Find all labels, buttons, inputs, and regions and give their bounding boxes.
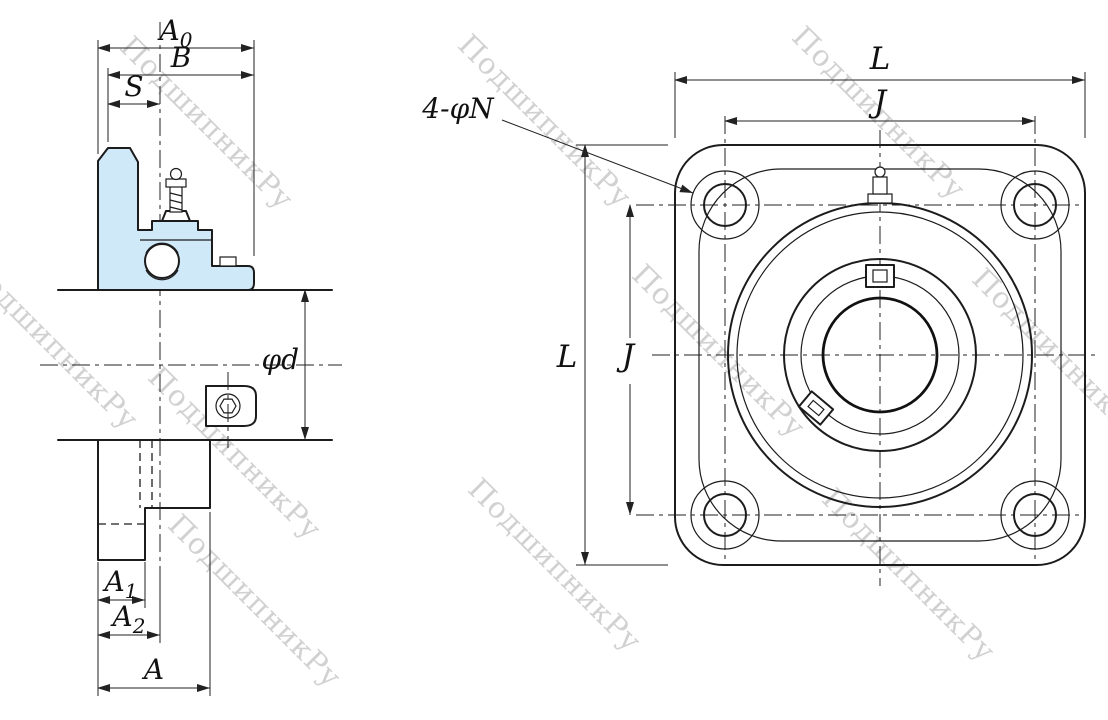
dimension-lines-left (97, 44, 309, 692)
dim-label-phi-d: φd (261, 343, 299, 376)
dim-label-a1: A1 (102, 565, 138, 603)
dim-label-holes: 4-φN (421, 92, 495, 125)
bearing-ball (144, 243, 180, 279)
right-view-front: L J L J 4-φN (421, 41, 1100, 586)
bearing-ball-and-races (140, 239, 212, 281)
bearing-circles (727, 202, 1033, 508)
grease-fitting-icon (161, 167, 191, 222)
set-screw-diagonal (797, 390, 835, 426)
dim-label-l-side: L (556, 339, 578, 375)
bolt-hole (690, 170, 760, 240)
bolt-hole (1000, 170, 1070, 240)
dimension-lines-right (501, 76, 1085, 565)
grease-fitting-icon (867, 166, 893, 204)
dim-label-j-side: J (616, 338, 636, 374)
watermark-text: ПодшипникРу (114, 29, 301, 216)
set-screw-top (865, 264, 895, 288)
set-screw-hex-socket (205, 372, 257, 448)
hidden-lines (98, 440, 153, 525)
dim-label-a0: A0 (157, 14, 193, 52)
watermark-text: ПодшипникРу (162, 507, 349, 694)
collar-setscrew-nub (219, 256, 237, 267)
dim-label-a2: A2 (110, 600, 146, 638)
extension-lines-right (576, 72, 1086, 566)
left-view-side-section: A0 B S φd A1 A2 A (40, 14, 342, 696)
housing-section (97, 147, 255, 291)
flange-outer-square (674, 144, 1086, 566)
centerlines-right (636, 116, 1100, 586)
dim-label-s: S (124, 70, 143, 103)
dim-label-b: B (170, 41, 192, 74)
housing-lower-outline (97, 439, 211, 561)
watermark-text: ПодшипникРу (816, 481, 1003, 668)
dim-label-a: A (141, 653, 164, 686)
extension-lines-left (97, 40, 255, 696)
dim-label-l-top: L (869, 41, 891, 77)
bolt-hole (1000, 480, 1070, 550)
bolt-hole (690, 480, 760, 550)
